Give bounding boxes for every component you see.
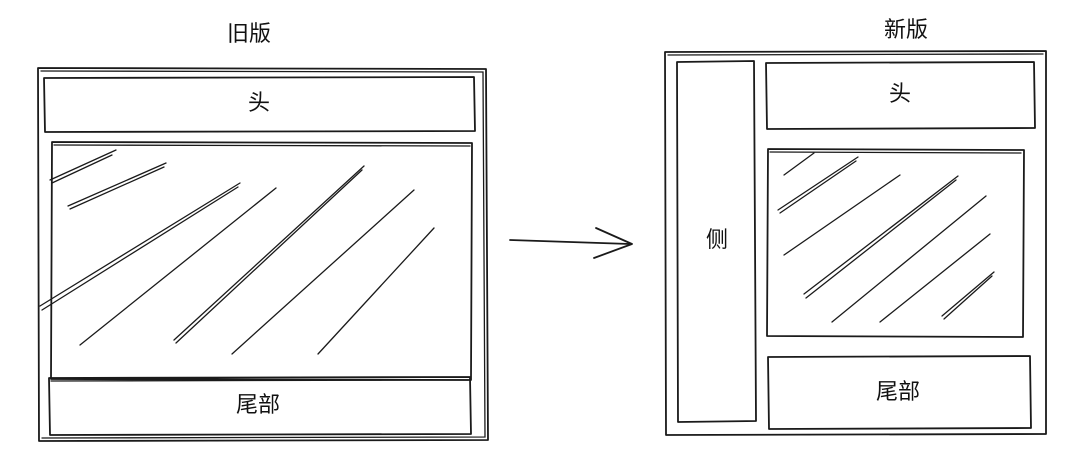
old-content-box [50, 141, 473, 381]
new-header-box [765, 61, 1036, 130]
old-footer-box [48, 376, 472, 436]
old-content-hatch [39, 149, 435, 355]
new-outer-frame [664, 50, 1047, 436]
new-layout-title: 新版 [884, 18, 929, 43]
new-sidebar-label: 侧 [706, 228, 729, 253]
old-layout-title: 旧版 [227, 22, 272, 47]
new-sidebar-box [676, 60, 757, 423]
new-content-box [766, 148, 1025, 338]
new-footer-label: 尾部 [876, 380, 921, 405]
new-content-hatch [777, 152, 995, 323]
new-layout-diagram [664, 50, 1047, 436]
old-header-label: 头 [248, 91, 271, 116]
old-header-box [43, 76, 476, 133]
old-layout-diagram [37, 67, 489, 442]
new-footer-box [767, 355, 1032, 430]
right-arrow-icon [509, 227, 633, 259]
old-footer-label: 尾部 [236, 393, 281, 418]
old-outer-frame [37, 67, 489, 442]
new-header-label: 头 [889, 82, 912, 107]
